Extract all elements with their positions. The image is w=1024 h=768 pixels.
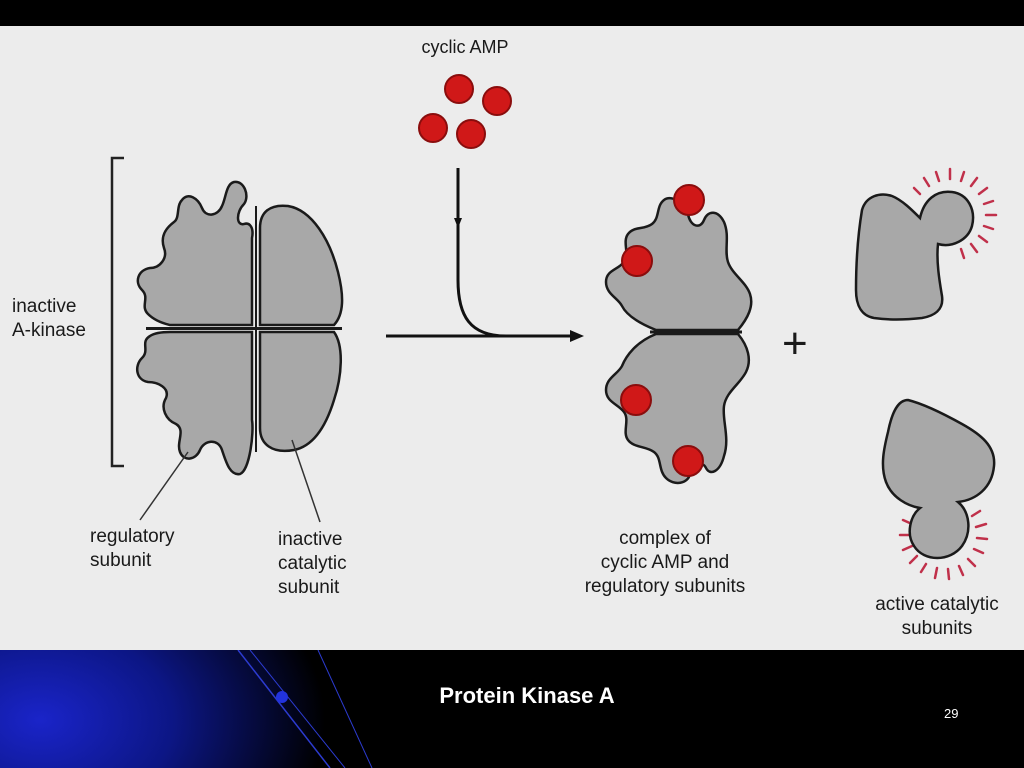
active-catalytic-label-line1: active catalytic: [875, 594, 999, 615]
slide-title: Protein Kinase A: [439, 683, 615, 708]
cyclic-amp-label: cyclic AMP: [421, 37, 509, 57]
camp-molecules: [418, 74, 512, 149]
plus-sign: +: [782, 319, 808, 368]
decorative-lines: [237, 650, 373, 768]
catalytic-subunit-bottom-shape: [258, 330, 342, 453]
figure-panel: cyclic AMP inactive A-kinase regulatory …: [0, 26, 1024, 650]
active-catalytic-label-line2: subunits: [901, 618, 973, 639]
decorative-dot: [276, 691, 288, 703]
catalytic-subunit-top-shape: [258, 204, 344, 327]
catalytic-pointer: [291, 439, 321, 523]
complex-label-line2: cyclic AMP and: [600, 552, 730, 573]
inactive-catalytic-label-line3: subunit: [278, 577, 340, 598]
pka-diagram: [110, 74, 998, 581]
inactive-catalytic-label-line1: inactive: [278, 529, 343, 550]
bound-camp-molecules: [620, 184, 705, 477]
regulatory-subunit-label-line2: subunit: [90, 550, 152, 571]
inactive-kinase-bracket: [110, 156, 124, 468]
slide-number: 29: [944, 706, 959, 721]
regulatory-subunit-top-shape: [136, 180, 254, 327]
regulatory-subunit-bottom-shape: [135, 330, 254, 476]
active-catalytic-subunit-bottom: [881, 398, 996, 581]
regulatory-pointer: [139, 451, 189, 521]
inactive-a-kinase-label-line2: A-kinase: [12, 320, 86, 341]
complex-regulatory-top-shape: [604, 197, 753, 332]
inactive-a-kinase-label-line1: inactive: [12, 296, 77, 317]
complex-regulatory-bottom-shape: [604, 332, 750, 485]
active-catalytic-subunit-top: [854, 167, 998, 321]
camp-binding-arrow: [456, 168, 570, 338]
reaction-arrowhead: [570, 330, 584, 342]
inactive-catalytic-label-line2: catalytic: [278, 553, 347, 574]
complex-label-line1: complex of: [619, 528, 711, 549]
regulatory-subunit-label-line1: regulatory: [90, 526, 175, 547]
complex-label-line3: regulatory subunits: [584, 576, 746, 597]
